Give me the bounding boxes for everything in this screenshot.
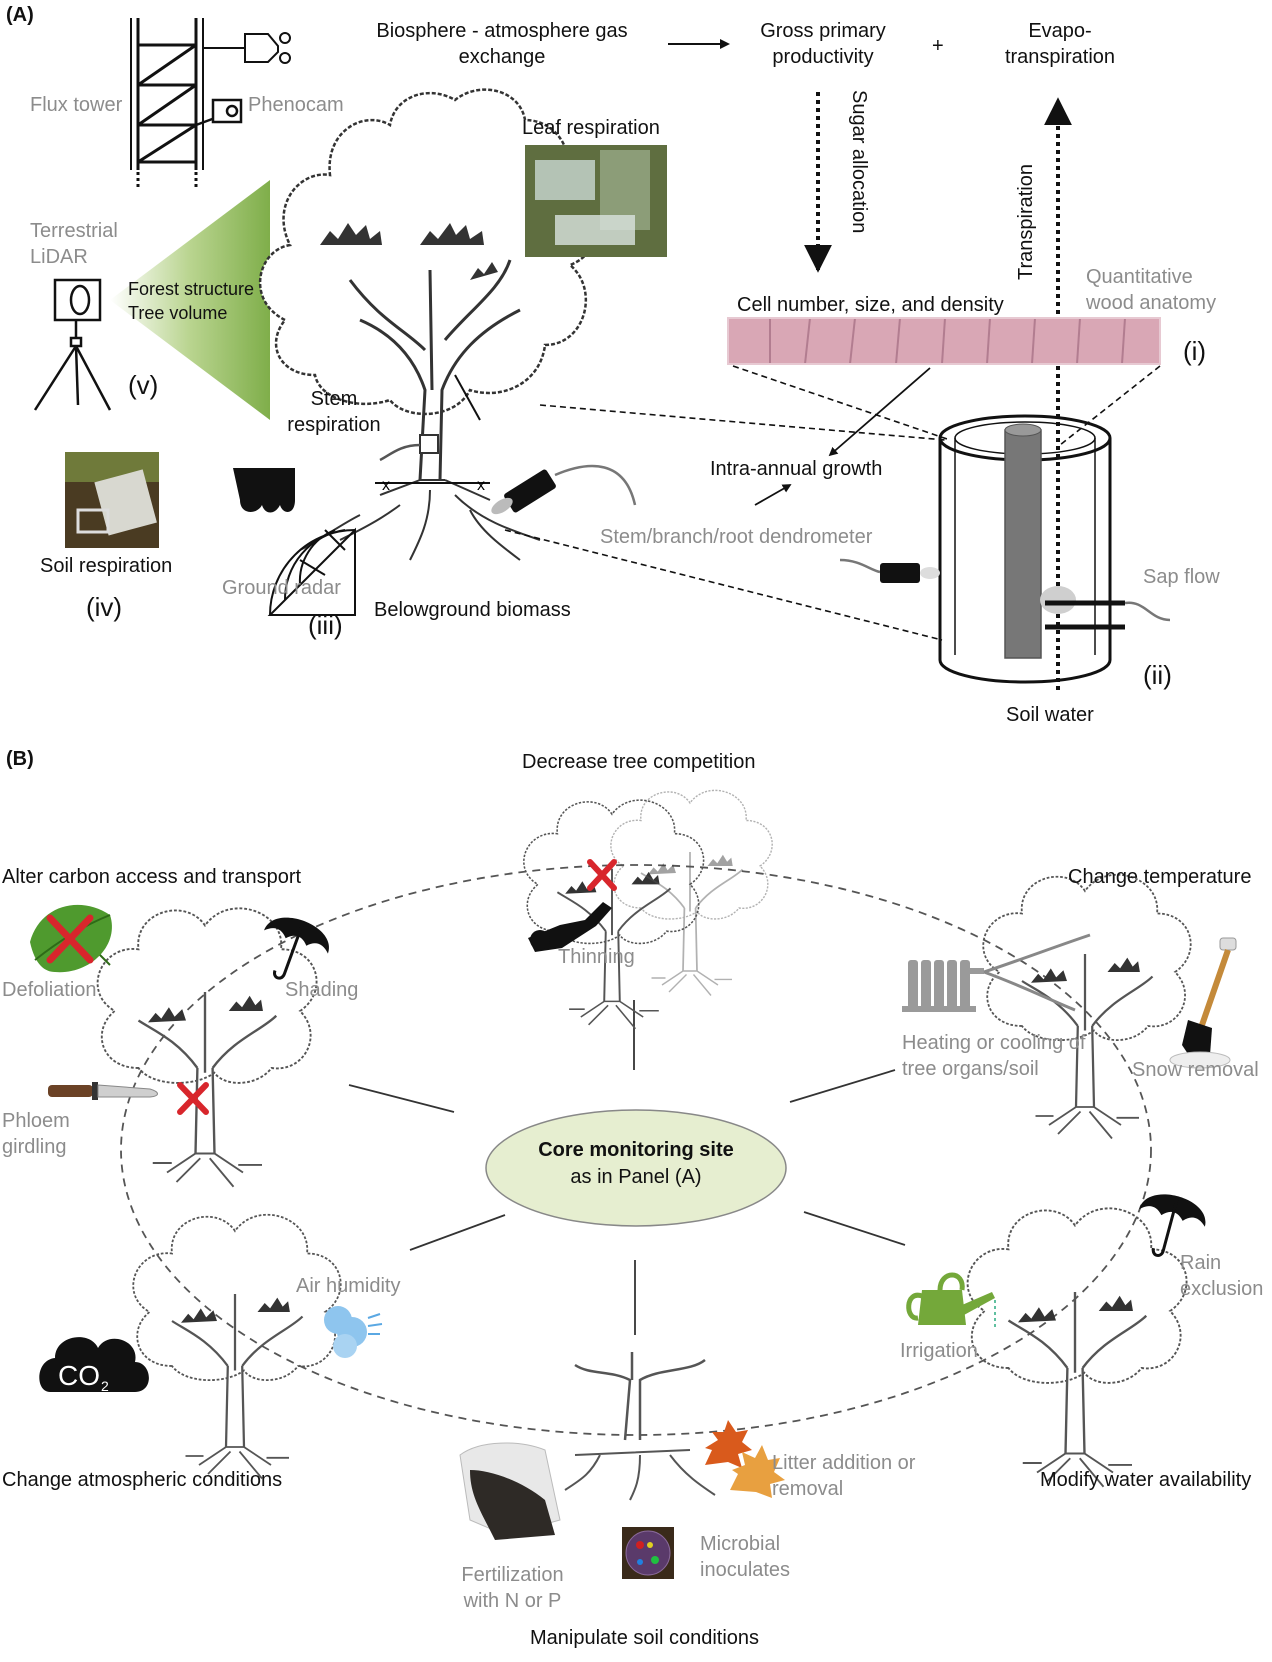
change-temperature-label: Change temperature: [1068, 866, 1252, 888]
ground-radar-icon: [233, 468, 356, 616]
tree-icon: [609, 789, 774, 997]
roman-iv-label: (iv): [86, 592, 123, 622]
dendrometer-icon: [491, 464, 637, 515]
stem-cylinder-diagram: [938, 414, 1112, 684]
leaf-icon: [30, 904, 112, 973]
evapotranspiration-label: Evapo- transpiration: [1004, 20, 1116, 68]
tree-icon: [96, 907, 318, 1188]
main-tree-illustration: x x: [258, 88, 597, 561]
co2-cloud-icon: CO 2: [39, 1337, 149, 1394]
petri-dish-icon: [622, 1527, 674, 1579]
transpiration-label: Transpiration: [1015, 164, 1037, 280]
intra-annual-growth-label: Intra-annual growth: [710, 458, 883, 480]
leaf-respiration-label: Leaf respiration: [522, 117, 660, 139]
manipulate-soil-label: Manipulate soil conditions: [530, 1627, 760, 1649]
knife-icon: [48, 1082, 158, 1100]
svg-text:2: 2: [101, 1378, 109, 1394]
soil-tree-illustration: [564, 1352, 716, 1501]
monitoring-ring: [120, 864, 1152, 1436]
modify-water-label: Modify water availability: [1040, 1469, 1252, 1491]
belowground-biomass-label: Belowground biomass: [374, 599, 571, 621]
svg-text:x: x: [382, 477, 390, 494]
stem-respiration-label: Stem respiration: [287, 388, 381, 436]
air-humidity-label: Air humidity: [296, 1275, 401, 1297]
cell-number-label: Cell number, size, and density: [737, 294, 1004, 316]
gpp-label: Gross primary productivity: [760, 20, 886, 68]
tree-icon: [982, 873, 1192, 1140]
sap-flow-label: Sap flow: [1143, 566, 1220, 588]
snow-removal-label: Snow removal: [1132, 1059, 1259, 1081]
soil-respiration-label: Soil respiration: [40, 555, 173, 577]
roman-i-label: (i): [1183, 336, 1207, 366]
phenocam-icon: [195, 98, 243, 127]
heater-icon: [902, 960, 984, 1012]
tree-volume-label: Tree volume: [128, 303, 228, 323]
flux-tower-icon: [130, 18, 291, 190]
ground-radar-label: Ground radar: [222, 577, 341, 599]
watering-can-icon: [906, 1272, 996, 1330]
chainsaw-icon: [528, 902, 612, 952]
rain-exclusion-label: Rain exclusion: [1180, 1252, 1264, 1300]
girdling-cross-icon: [177, 1082, 209, 1115]
autumn-leaves-icon: [705, 1420, 785, 1498]
sap-flow-probe-icon: [1040, 586, 1171, 630]
roman-iii-label: (iii): [308, 610, 343, 640]
sugar-allocation-label: Sugar allocation: [848, 90, 870, 234]
defoliation-label: Defoliation: [2, 979, 97, 1001]
heating-cooling-label: Heating or cooling of tree organs/soil: [902, 1032, 1086, 1080]
side-dendrometer-icon: [839, 558, 940, 583]
thinning-label: Thinning: [558, 946, 635, 968]
change-atmospheric-label: Change atmospheric conditions: [2, 1469, 283, 1491]
dendrometer-label: Stem/branch/root dendrometer: [600, 526, 873, 548]
thinning-cross-icon: [587, 859, 617, 891]
plus-sign: +: [932, 35, 944, 57]
lidar-beam: [110, 180, 270, 420]
litter-label: Litter addition or removal: [772, 1452, 916, 1500]
soil-respiration-photo: [65, 452, 159, 548]
fertilizer-bag-icon: [459, 1442, 561, 1540]
humidity-icon: [324, 1306, 383, 1358]
soil-water-label: Soil water: [1006, 704, 1094, 726]
fertilization-label: Fertilization with N or P: [461, 1564, 564, 1612]
lidar-scanner-icon: [33, 278, 112, 411]
biosphere-exchange-label: Biosphere - atmosphere gas exchange: [376, 20, 628, 68]
leaf-respiration-photo: [525, 145, 667, 257]
tree-icon: [132, 1213, 342, 1480]
roman-v-label: (v): [128, 370, 159, 400]
core-site-subtitle: as in Panel (A): [570, 1166, 702, 1188]
terrestrial-lidar-label: Terrestrial LiDAR: [30, 220, 118, 268]
roman-ii-label: (ii): [1143, 660, 1172, 690]
flux-tower-label: Flux tower: [30, 94, 123, 116]
shading-label: Shading: [285, 979, 359, 1001]
irrigation-label: Irrigation: [900, 1340, 978, 1362]
svg-text:x: x: [477, 477, 485, 494]
svg-text:CO: CO: [58, 1360, 100, 1391]
phloem-girdling-label: Phloem girdling: [2, 1110, 70, 1158]
microbial-label: Microbial inoculates: [700, 1533, 791, 1581]
wood-anatomy-label: Quantitative wood anatomy: [1086, 266, 1217, 314]
core-site-ellipse: [485, 1109, 787, 1227]
wood-anatomy-image: [727, 317, 1161, 365]
decrease-competition-label: Decrease tree competition: [522, 751, 756, 773]
core-site-title: Core monitoring site: [538, 1139, 734, 1161]
forest-structure-label: Forest structure: [128, 279, 255, 299]
shovel-icon: [1169, 937, 1237, 1069]
alter-carbon-label: Alter carbon access and transport: [2, 866, 302, 888]
panel-b-letter: (B): [6, 748, 34, 770]
panel-a-letter: (A): [6, 4, 34, 26]
phenocam-label: Phenocam: [248, 94, 344, 116]
